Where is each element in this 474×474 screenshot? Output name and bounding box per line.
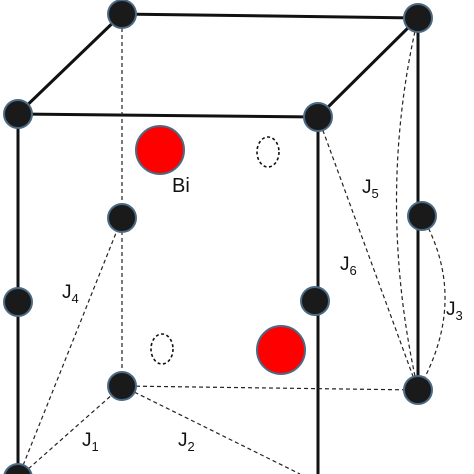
atom-mid-front	[300, 286, 330, 316]
hidden-edge-back-bottom	[121, 385, 419, 391]
exchange-path-j1	[21, 385, 123, 474]
edge-top-front	[17, 112, 319, 119]
vacancy-lower	[150, 333, 174, 365]
atom-mid-back	[107, 203, 137, 233]
edge-top-right	[316, 16, 420, 119]
label-j5: J5	[362, 177, 379, 201]
label-j3: J3	[446, 299, 463, 323]
bismuth-atom-lower	[256, 325, 306, 375]
vacancy-upper	[256, 136, 280, 168]
bismuth-atom-upper	[135, 125, 185, 175]
atom-bottom-front-left	[3, 463, 33, 474]
atom-top-back-left	[107, 0, 137, 29]
atom-top-front-left	[3, 99, 33, 129]
edge-top-back	[121, 12, 419, 20]
dashed-edges	[18, 14, 446, 474]
label-j6: J6	[340, 254, 357, 278]
atom-bottom-back-right	[403, 375, 433, 405]
exchange-path-j5	[395, 17, 419, 391]
atom-mid-right	[407, 201, 437, 231]
label-j2: J2	[178, 430, 195, 454]
exchange-path-j2	[121, 385, 301, 474]
atom-top-back-right	[403, 3, 433, 33]
edge-top-left	[16, 12, 124, 116]
atom-mid-left	[3, 287, 33, 317]
exchange-path-j3	[417, 215, 446, 391]
atom-top-front-right	[303, 102, 333, 132]
label-j1: J1	[82, 430, 99, 454]
atoms	[3, 0, 437, 474]
exchange-path-j4	[18, 217, 123, 474]
bismuth-label: Bi	[172, 175, 190, 197]
solid-edges	[16, 12, 420, 474]
exchange-path-j6	[317, 116, 419, 391]
label-j4: J4	[62, 282, 79, 306]
atom-bottom-back-left	[107, 371, 137, 401]
